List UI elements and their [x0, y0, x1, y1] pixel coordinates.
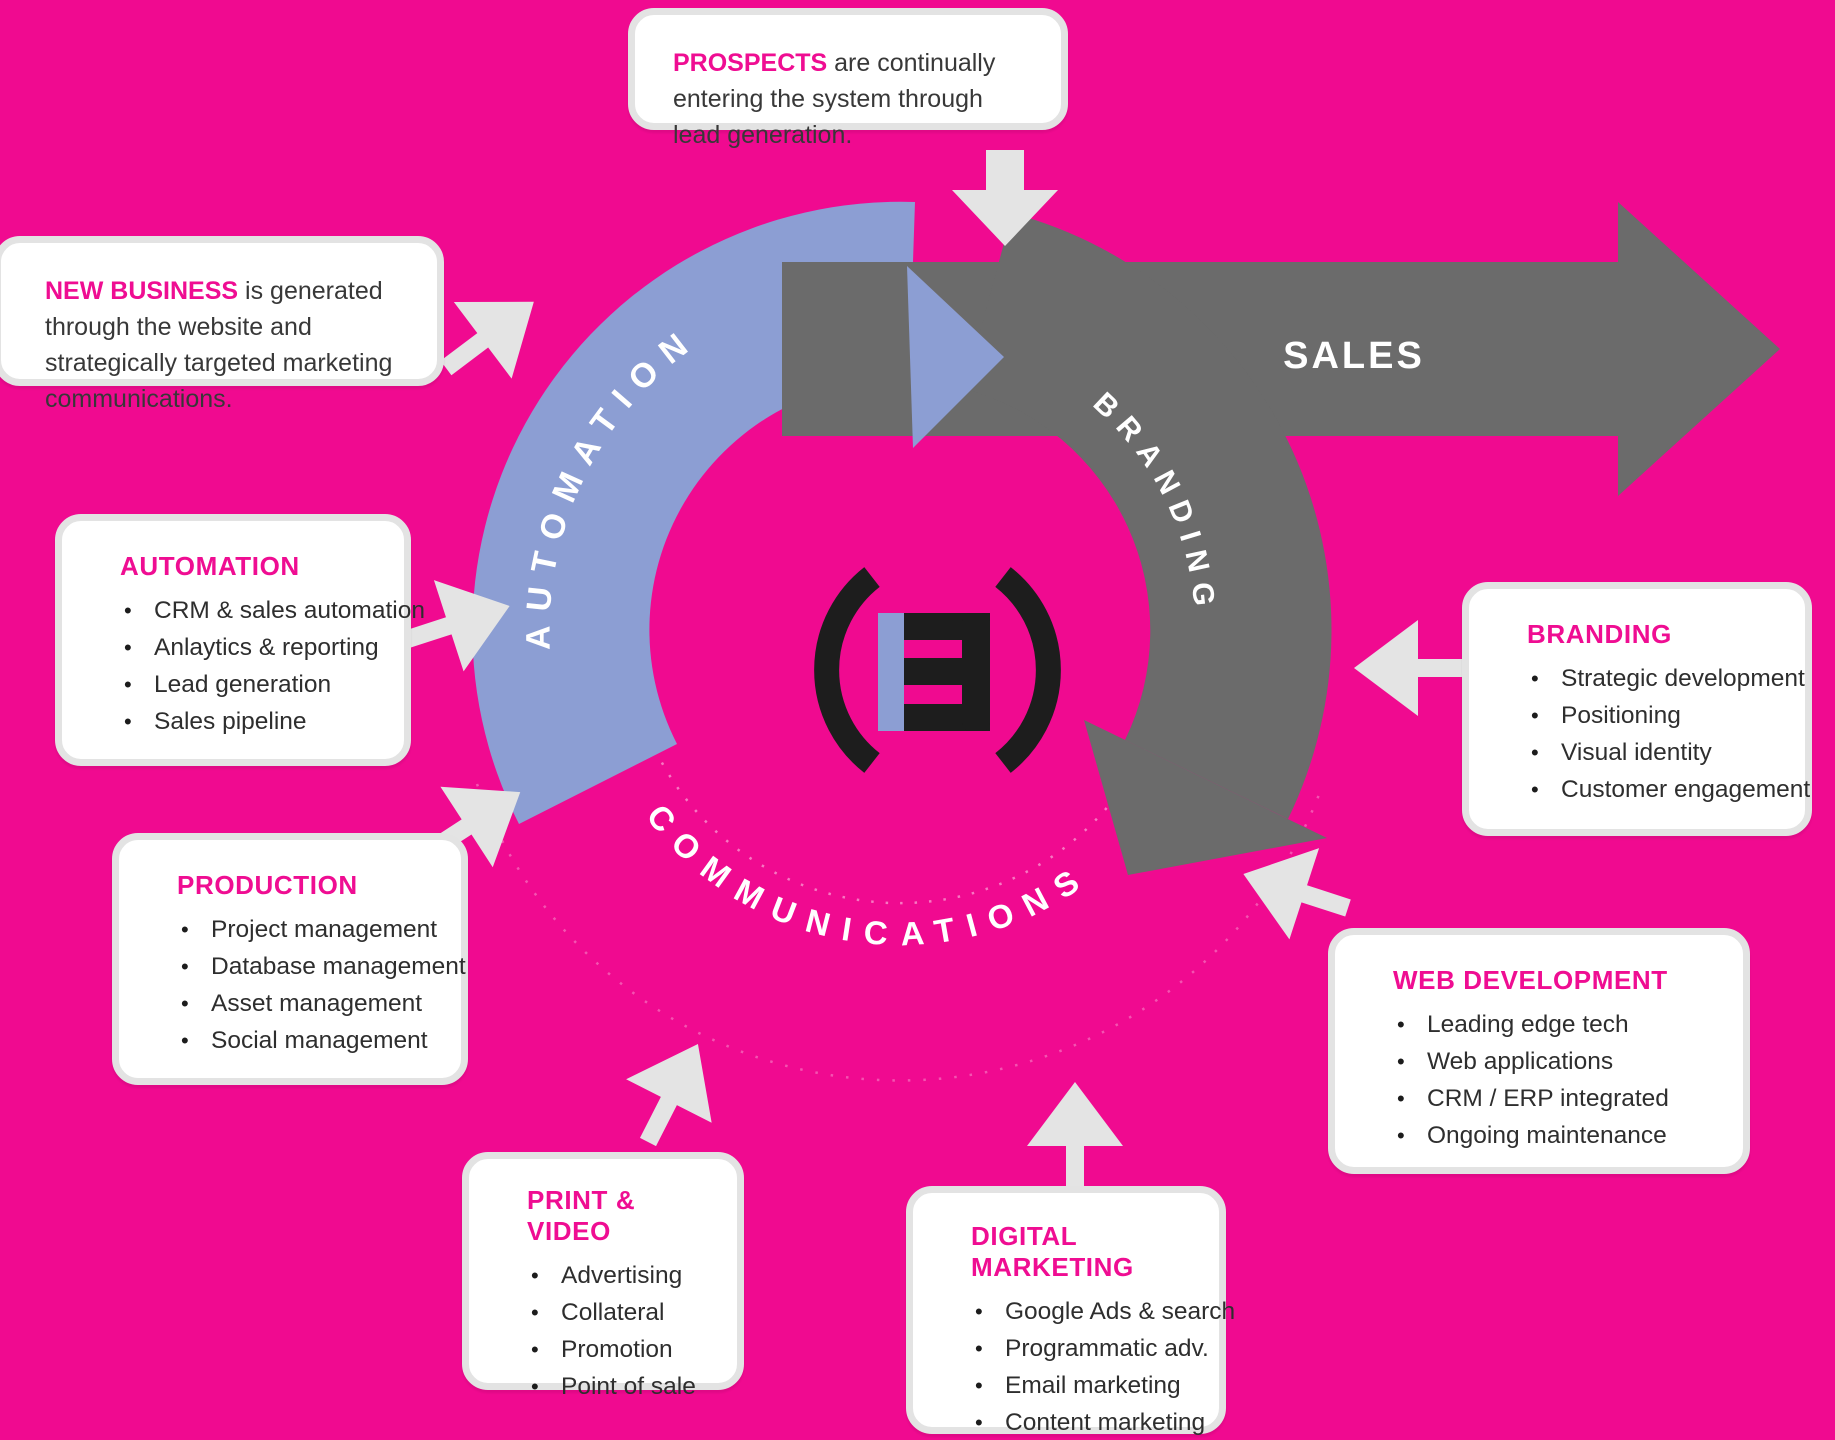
arrow-prospects-down: [952, 150, 1058, 246]
callout-heading: PRINT & VIDEO: [527, 1185, 636, 1246]
callout-list: Project managementDatabase managementAss…: [175, 911, 466, 1059]
list-item: Advertising: [525, 1257, 703, 1294]
arrow-branding: [1354, 620, 1464, 716]
callout-heading: PRODUCTION: [177, 870, 358, 900]
list-item: Email marketing: [969, 1367, 1185, 1404]
callout-lead: NEW BUSINESS: [45, 277, 239, 305]
arrow-automation: [402, 580, 510, 672]
list-item: Collateral: [525, 1294, 703, 1331]
callout-list: AdvertisingCollateralPromotionPoint of s…: [525, 1257, 703, 1405]
callout-list: Leading edge techWeb applicationsCRM / E…: [1391, 1006, 1709, 1154]
list-item: Programmatic adv.: [969, 1330, 1209, 1367]
callout-list: Google Ads & searchProgrammatic adv.Emai…: [969, 1293, 1235, 1440]
callout-heading: AUTOMATION: [120, 551, 300, 581]
ring-outer-dashed-circle: [475, 783, 1325, 1082]
callout-print-video: PRINT & VIDEO AdvertisingCollateralPromo…: [462, 1152, 744, 1400]
list-item: Leading edge tech: [1391, 1006, 1709, 1043]
callout-heading: DIGITAL MARKETING: [971, 1221, 1134, 1282]
callout-heading: WEB DEVELOPMENT: [1393, 965, 1668, 995]
communications-arc-label: COMMUNICATIONS: [640, 797, 1097, 952]
list-item: Ongoing maintenance: [1391, 1117, 1709, 1154]
list-item: Database management: [175, 948, 466, 985]
callout-list: Strategic developmentPositioningVisual i…: [1525, 660, 1810, 808]
arrow-web-development: [1243, 848, 1351, 940]
callout-prospects: PROSPECTS are continually entering the s…: [628, 8, 1068, 149]
callout-production: PRODUCTION Project managementDatabase ma…: [112, 833, 468, 1085]
callout-text: PROSPECTS are continually entering the s…: [673, 49, 996, 149]
center-logo: [814, 567, 1061, 773]
callout-list: CRM & sales automationAnlaytics & report…: [118, 592, 425, 740]
list-item: CRM / ERP integrated: [1391, 1080, 1709, 1117]
branding-arc: [965, 213, 1332, 819]
logo-b: [904, 613, 990, 731]
arrow-print-video: [626, 1043, 712, 1147]
callout-web-development: WEB DEVELOPMENT Leading edge techWeb app…: [1328, 928, 1750, 1174]
list-item: Lead generation: [118, 666, 370, 703]
arrow-new-business: [440, 301, 534, 379]
list-item: CRM & sales automation: [118, 592, 425, 629]
automation-arrowhead: [907, 266, 1004, 448]
callout-heading: BRANDING: [1527, 619, 1672, 649]
list-item: Web applications: [1391, 1043, 1709, 1080]
callout-new-business: NEW BUSINESS is generated through the we…: [0, 236, 444, 413]
list-item: Promotion: [525, 1331, 703, 1368]
list-item: Content marketing: [969, 1404, 1205, 1440]
arrow-digital-marketing: [1027, 1082, 1123, 1192]
logo-left-paren: [814, 567, 880, 773]
list-item: Point of sale: [525, 1368, 703, 1405]
callout-text: NEW BUSINESS is generated through the we…: [45, 277, 393, 413]
callout-digital-marketing: DIGITAL MARKETING Google Ads & searchPro…: [906, 1186, 1235, 1436]
callout-lead: PROSPECTS: [673, 49, 828, 77]
callout-automation: AUTOMATION CRM & sales automationAnlayti…: [55, 514, 425, 766]
branding-arc-arrowhead: [1084, 720, 1327, 875]
logo-periwinkle-bar: [878, 613, 904, 731]
list-item: Asset management: [175, 985, 427, 1022]
list-item: Project management: [175, 911, 437, 948]
sales-arrowhead: [1618, 202, 1780, 496]
list-item: Google Ads & search: [969, 1293, 1235, 1330]
ring-inner-dashed-circle: [642, 722, 1158, 905]
list-item: Positioning: [1525, 697, 1771, 734]
list-item: Anlaytics & reporting: [118, 629, 379, 666]
list-item: Customer engagement: [1525, 771, 1810, 808]
list-item: Social management: [175, 1022, 428, 1059]
callout-branding: BRANDING Strategic developmentPositionin…: [1462, 582, 1812, 836]
list-item: Strategic development: [1525, 660, 1805, 697]
list-item: Sales pipeline: [118, 703, 370, 740]
sales-label: SALES: [1283, 335, 1425, 377]
logo-right-paren: [995, 567, 1061, 773]
list-item: Visual identity: [1525, 734, 1771, 771]
